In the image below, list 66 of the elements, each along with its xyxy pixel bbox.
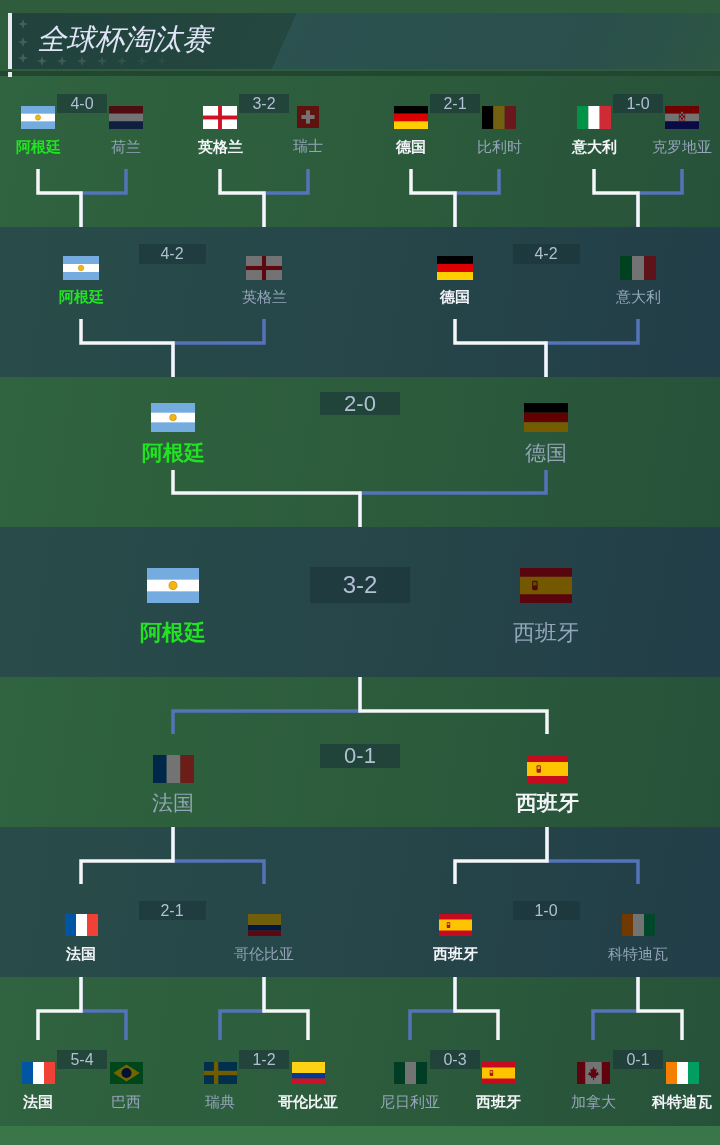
score-box: 1-0 <box>512 901 580 920</box>
bracket-line <box>171 470 362 527</box>
team-name: 德国 <box>440 288 470 305</box>
team-name: 克罗地亚 <box>652 138 712 155</box>
round-band <box>0 377 720 527</box>
team-name: 阿根廷 <box>140 620 206 645</box>
score-box: 5-4 <box>57 1050 107 1069</box>
team-name: 科特迪瓦 <box>608 945 668 962</box>
bracket-line <box>358 677 549 734</box>
team-name: 巴西 <box>111 1093 141 1110</box>
bracket-line <box>453 827 549 884</box>
round-band <box>0 76 720 227</box>
team-name: 德国 <box>396 138 426 155</box>
score-box: 0-1 <box>613 1050 663 1069</box>
team-name: 阿根廷 <box>58 288 104 305</box>
score-box: 2-0 <box>320 392 400 415</box>
score-box: 4-2 <box>138 244 206 264</box>
team-name: 法国 <box>23 1093 53 1110</box>
team-name: 法国 <box>152 791 194 815</box>
team-name: 英格兰 <box>197 138 243 155</box>
team-name: 西班牙 <box>513 620 579 645</box>
team-name: 阿根廷 <box>15 138 61 155</box>
team-name: 瑞士 <box>293 137 323 154</box>
score-box: 0-3 <box>430 1050 480 1069</box>
team-name: 科特迪瓦 <box>652 1093 712 1110</box>
score-box: 3-2 <box>239 94 289 113</box>
team-name: 法国 <box>66 945 96 962</box>
bracket-line <box>453 319 548 377</box>
score-box: 2-1 <box>430 94 480 113</box>
score-box: 4-0 <box>57 94 107 113</box>
bracket-line <box>636 977 684 1040</box>
score-box: 0-1 <box>320 744 400 768</box>
bracket-line <box>36 977 83 1040</box>
round-band <box>0 977 720 1126</box>
team-name: 意大利 <box>615 288 661 305</box>
score-box: 1-0 <box>613 94 663 113</box>
team-name: 尼日利亚 <box>380 1093 440 1110</box>
bracket-line <box>592 169 640 227</box>
team-name: 瑞典 <box>205 1093 235 1110</box>
team-name: 哥伦比亚 <box>278 1093 338 1110</box>
team-name: 加拿大 <box>570 1093 616 1110</box>
team-name: 阿根廷 <box>141 441 205 465</box>
team-name: 西班牙 <box>515 791 579 815</box>
bracket-line <box>79 827 175 884</box>
bracket-line <box>262 977 310 1040</box>
team-name: 荷兰 <box>111 138 141 155</box>
team-name: 西班牙 <box>475 1093 521 1110</box>
bracket-line <box>453 977 500 1040</box>
score-box: 1-2 <box>239 1050 289 1069</box>
team-name: 哥伦比亚 <box>234 945 294 962</box>
round-band <box>0 677 720 827</box>
team-name: 西班牙 <box>432 945 478 962</box>
score-box: 4-2 <box>512 244 580 264</box>
team-name: 比利时 <box>476 138 522 155</box>
round-band <box>0 827 720 977</box>
bracket-line <box>36 169 83 227</box>
round-band <box>0 527 720 677</box>
bracket-line <box>79 319 175 377</box>
round-band <box>0 227 720 377</box>
team-name: 德国 <box>525 441 567 465</box>
team-name: 英格兰 <box>241 288 287 305</box>
team-name: 意大利 <box>571 138 617 155</box>
bracket-line <box>218 169 266 227</box>
score-box: 2-1 <box>138 901 206 920</box>
score-box: 3-2 <box>310 567 410 603</box>
bracket-line <box>409 169 457 227</box>
